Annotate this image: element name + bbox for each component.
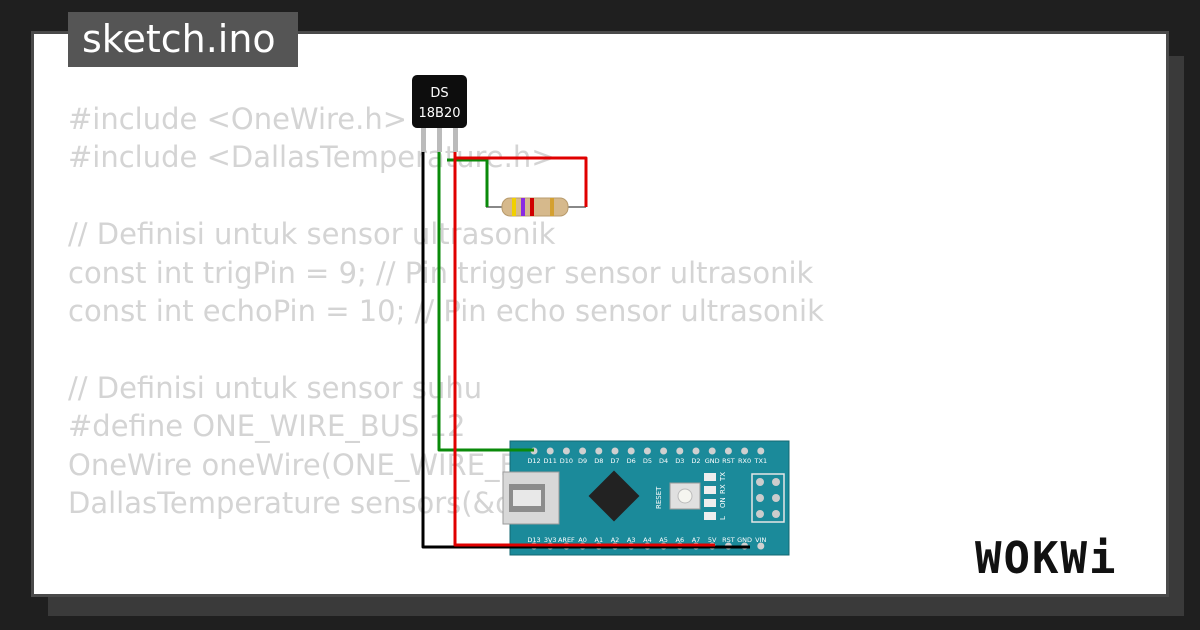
led-on-icon: [704, 499, 716, 507]
bottom-pin-hole[interactable]: [757, 542, 765, 550]
top-pin-label: D11: [544, 457, 557, 465]
led-label: TX: [719, 472, 727, 482]
led-l-icon: [704, 512, 716, 520]
top-pin-label: D7: [610, 457, 619, 465]
sensor-label-line2: 18B20: [418, 106, 460, 121]
top-pin-label: D4: [659, 457, 668, 465]
top-pin-label: RST: [722, 457, 735, 465]
top-pin-hole[interactable]: [676, 447, 684, 455]
microcontroller-chip-icon: [588, 470, 640, 522]
code-line: // Definisi untuk sensor ultrasonik: [68, 217, 556, 252]
top-pin-label: D5: [643, 457, 652, 465]
led-rx-icon: [704, 486, 716, 494]
bottom-pin-label: A2: [611, 536, 620, 544]
top-pin-hole[interactable]: [708, 447, 716, 455]
code-line: #define ONE_WIRE_BUS 12: [68, 409, 466, 444]
bottom-pin-label: A7: [692, 536, 701, 544]
top-pin-hole[interactable]: [546, 447, 554, 455]
bottom-pin-label: A6: [676, 536, 685, 544]
bottom-pin-label: A4: [643, 536, 652, 544]
led-tx-icon: [704, 473, 716, 481]
code-line: // Definisi untuk sensor suhu: [68, 370, 483, 405]
top-pin-label: RX0: [738, 457, 751, 465]
top-pin-label: D8: [594, 457, 603, 465]
top-pin-hole[interactable]: [627, 447, 635, 455]
bottom-pin-label: A3: [627, 536, 636, 544]
top-pin-label: D9: [578, 457, 587, 465]
wires: [421, 150, 750, 549]
sensor-label-line1: DS: [430, 86, 448, 101]
ds18b20-sensor[interactable]: DS 18B20: [412, 75, 467, 152]
top-pin-hole[interactable]: [579, 447, 587, 455]
top-pin-label: D12: [527, 457, 540, 465]
led-label: ON: [719, 497, 727, 508]
top-pin-hole[interactable]: [741, 447, 749, 455]
top-pin-label: D6: [627, 457, 636, 465]
top-pin-hole[interactable]: [692, 447, 700, 455]
wire-red-resistor[interactable]: [455, 156, 588, 207]
bottom-pin-label: D13: [527, 536, 540, 544]
wire-black[interactable]: [421, 150, 750, 549]
wokwi-logo: WOKWi: [975, 533, 1118, 584]
top-pin-hole[interactable]: [757, 447, 765, 455]
led-label: L: [719, 516, 727, 520]
reset-label: RESET: [655, 486, 663, 509]
top-pin-label: D3: [675, 457, 684, 465]
status-leds: TX RX ON L: [704, 472, 727, 520]
reset-button[interactable]: [669, 482, 701, 510]
top-pin-label: D2: [691, 457, 700, 465]
top-pin-hole[interactable]: [562, 447, 570, 455]
resistor[interactable]: [486, 197, 586, 217]
code-line: const int trigPin = 9; // Pin trigger se…: [68, 255, 814, 290]
top-pin-hole[interactable]: [611, 447, 619, 455]
code-line: const int echoPin = 10; // Pin echo sens…: [68, 293, 824, 328]
bottom-pin-label: A1: [595, 536, 604, 544]
top-pin-hole[interactable]: [643, 447, 651, 455]
bottom-pin-label: 5V: [708, 536, 717, 544]
bottom-pin-label: A0: [578, 536, 587, 544]
top-pin-label: TX1: [754, 457, 768, 465]
top-pin-label: D10: [560, 457, 573, 465]
top-pin-label: GND: [705, 457, 720, 465]
wire-green-resistor[interactable]: [447, 158, 489, 207]
code-preview: #include <OneWire.h>#include <DallasTemp…: [68, 100, 824, 522]
bottom-pin-label: A5: [659, 536, 668, 544]
top-pin-hole[interactable]: [595, 447, 603, 455]
bottom-pin-label: RST: [722, 536, 735, 544]
top-pin-hole[interactable]: [724, 447, 732, 455]
wire-red[interactable]: [453, 150, 715, 547]
code-line: #include <OneWire.h>: [68, 102, 408, 136]
wire-green[interactable]: [437, 150, 534, 452]
led-label: RX: [719, 484, 727, 494]
bottom-pin-label: GND: [737, 536, 752, 544]
bottom-pin-label: 3V3: [544, 536, 557, 544]
bottom-pin-label: AREF: [558, 536, 575, 544]
bottom-pin-label: VIN: [755, 536, 766, 544]
top-pin-hole[interactable]: [660, 447, 668, 455]
sketch-title[interactable]: sketch.ino: [68, 12, 298, 67]
